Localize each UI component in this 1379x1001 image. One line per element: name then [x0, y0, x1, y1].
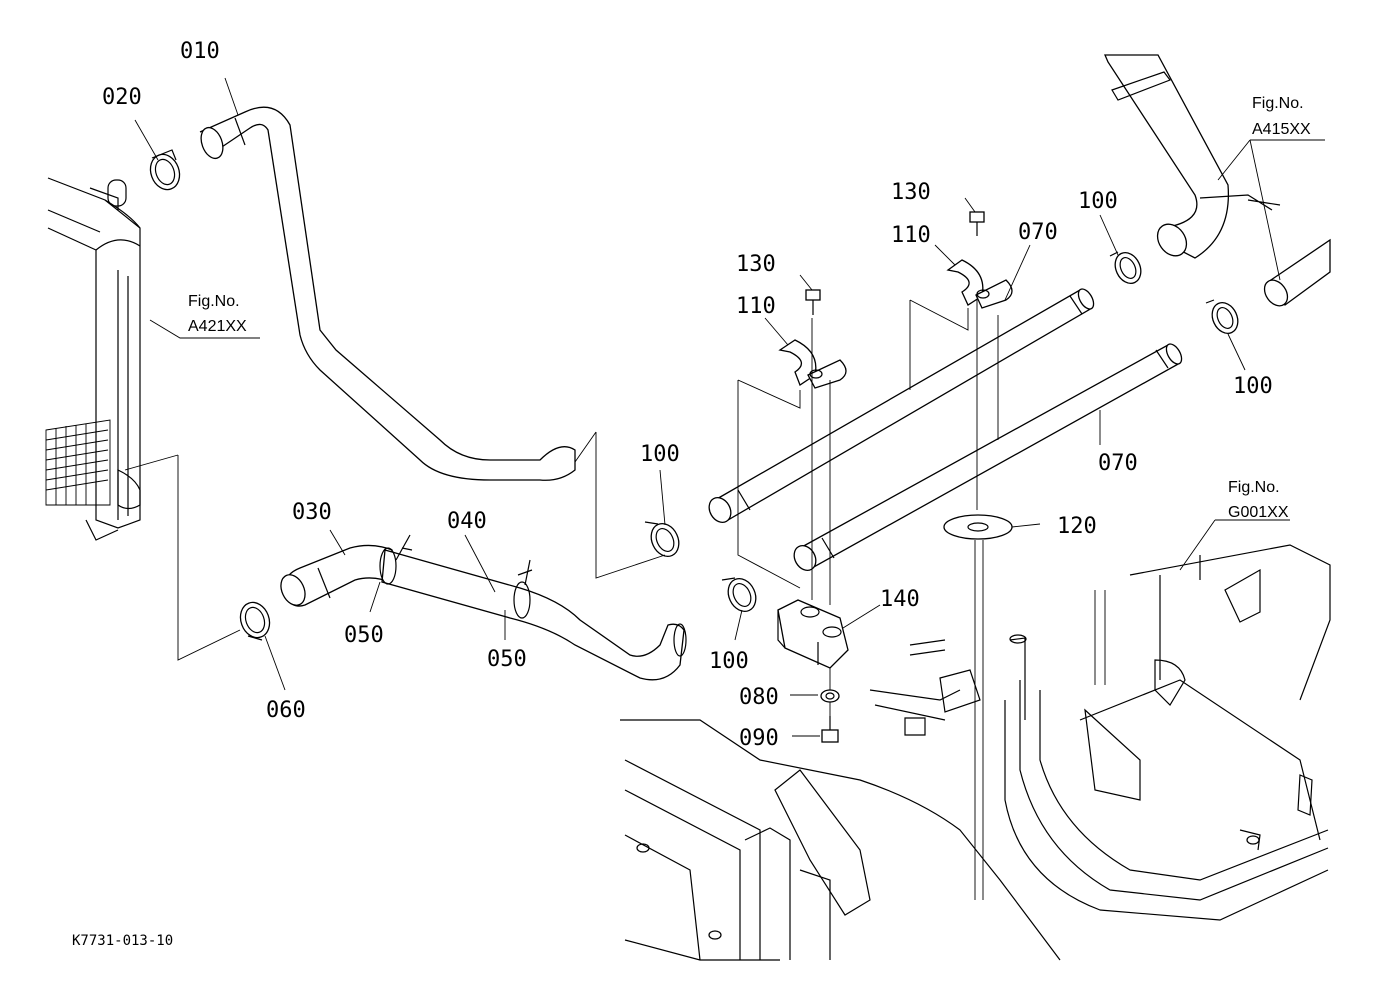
fig-a415-title: Fig.No. [1252, 95, 1304, 112]
hose-030 [280, 544, 393, 607]
label-100a: 100 [640, 442, 680, 467]
drawing-code: K7731-013-10 [72, 933, 173, 949]
label-130a: 130 [736, 252, 776, 277]
hose-a415-lower [1263, 238, 1331, 307]
label-040: 040 [447, 509, 487, 534]
washer-120 [943, 514, 1013, 540]
label-050b: 050 [487, 647, 527, 672]
hose-clamp-100b [721, 577, 757, 613]
label-080: 080 [739, 685, 779, 710]
fig-a415-code: A415XX [1252, 121, 1311, 138]
hose-a415-upper [1104, 54, 1281, 259]
hose-clamp-100d [1205, 299, 1239, 335]
part-labels: 010 020 030 040 050 050 060 070 070 080 … [102, 39, 1273, 751]
label-120: 120 [1057, 514, 1097, 539]
label-110a: 110 [736, 294, 776, 319]
label-140: 140 [880, 587, 920, 612]
hose-040 [381, 549, 687, 681]
bracket-110b [946, 259, 1013, 309]
label-110b: 110 [891, 223, 931, 248]
fig-g001-code: G001XX [1228, 504, 1289, 521]
label-090: 090 [739, 726, 779, 751]
hose-clamp-050a [379, 534, 413, 585]
label-070a: 070 [1018, 220, 1058, 245]
label-030: 030 [292, 500, 332, 525]
label-050a: 050 [344, 623, 384, 648]
label-010: 010 [180, 39, 220, 64]
label-130b: 130 [891, 180, 931, 205]
figure-reference-g001: Fig.No. G001XX [1228, 479, 1289, 521]
bolt-130a [805, 289, 821, 315]
washer-080 [820, 689, 840, 703]
label-100b: 100 [709, 649, 749, 674]
bolt-130b [969, 211, 985, 236]
fig-a421-title: Fig.No. [188, 293, 240, 310]
vehicle-frame [620, 544, 1331, 961]
label-020: 020 [102, 85, 142, 110]
hose-clamp-060 [239, 601, 271, 641]
pipe-holder-140 [777, 599, 849, 669]
hose-010 [199, 106, 576, 481]
radiator [45, 177, 141, 541]
label-100d: 100 [1233, 374, 1273, 399]
pipe-070-upper [708, 288, 1095, 523]
hose-clamp-050b [513, 559, 533, 619]
leader-lines [124, 77, 1325, 900]
bolt-090 [821, 716, 839, 743]
figure-reference-a415: Fig.No. A415XX [1252, 95, 1311, 138]
fig-a421-code: A421XX [188, 318, 247, 335]
figure-reference-a421: Fig.No. A421XX [188, 293, 247, 335]
label-100c: 100 [1078, 189, 1118, 214]
hose-clamp-100a [644, 521, 680, 558]
bracket-110a [778, 339, 847, 389]
hose-clamp-020 [149, 149, 181, 191]
pipe-070-lower [793, 343, 1183, 571]
fig-g001-title: Fig.No. [1228, 479, 1280, 496]
label-060: 060 [266, 698, 306, 723]
label-070b: 070 [1098, 451, 1138, 476]
hose-clamp-100c [1109, 251, 1142, 285]
